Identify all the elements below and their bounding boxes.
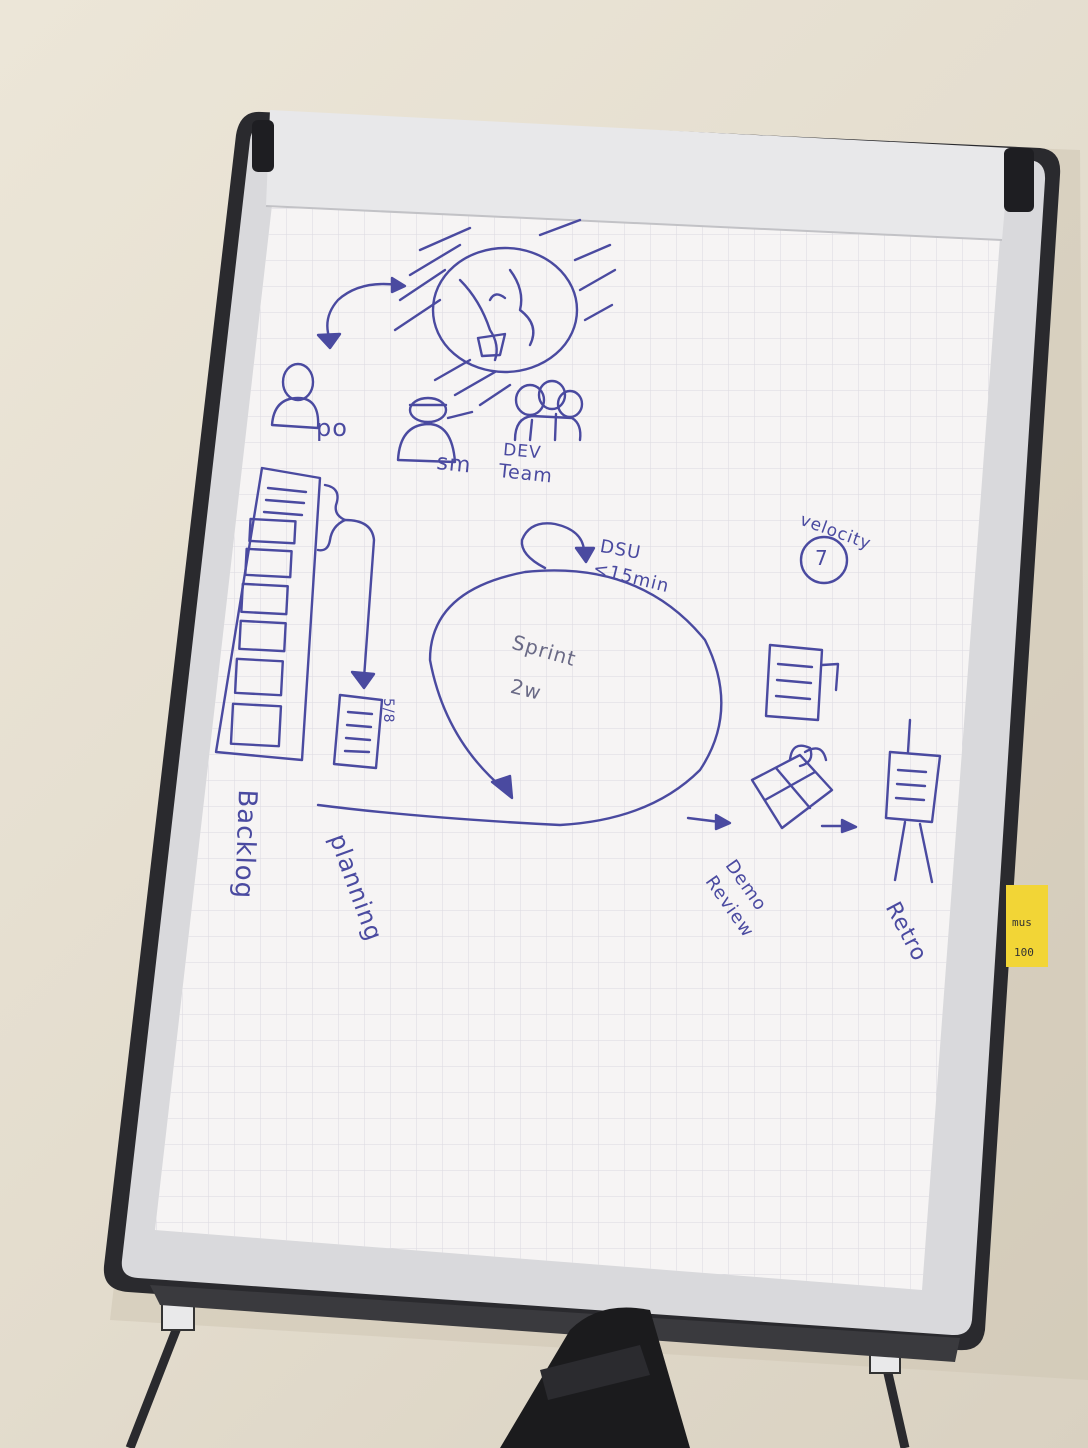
globe-icon: [393, 218, 617, 407]
arrow-to-retro: [820, 818, 858, 834]
label-points: 5/8: [380, 698, 396, 724]
header-edge: [265, 205, 1003, 241]
easel-leg-right: [880, 1359, 910, 1448]
product-owner-icon: [270, 362, 320, 430]
velocity-badge: [799, 535, 849, 585]
sticky-note: [1006, 885, 1048, 967]
increment-doc-icon: [764, 643, 840, 722]
binder-clip-right: [1004, 148, 1034, 212]
label-sm: sm: [435, 450, 473, 479]
retro-flipchart-icon: [884, 718, 942, 884]
marker-tray: [150, 1285, 960, 1362]
label-backlog: Backlog: [228, 788, 262, 900]
binder-clip-left: [252, 120, 274, 172]
arrow-globe-po: [316, 276, 407, 350]
arrow-to-demo: [686, 813, 732, 831]
label-po: po: [316, 414, 348, 442]
sticky-note-line1: mus: [1012, 916, 1032, 929]
sprint-backlog-doc-icon: [332, 693, 384, 770]
daily-standup-loop: [520, 522, 596, 570]
arrow-backlog-planning: [316, 483, 376, 690]
dev-team-icon: [513, 379, 584, 442]
velocity-value: 7: [815, 546, 829, 570]
sprint-cycle: [316, 569, 723, 827]
paper-header-bar: [266, 110, 1010, 240]
paper-sheet: [155, 205, 1000, 1290]
backlog-column: [214, 466, 322, 762]
easel-leg-left: [125, 1318, 185, 1448]
sticky-note-line2: 100: [1014, 946, 1034, 959]
scrum-master-icon: [396, 396, 474, 464]
gift-icon: [750, 744, 834, 830]
bag-strap-band: [540, 1345, 650, 1400]
label-dev: DEV: [502, 440, 543, 464]
